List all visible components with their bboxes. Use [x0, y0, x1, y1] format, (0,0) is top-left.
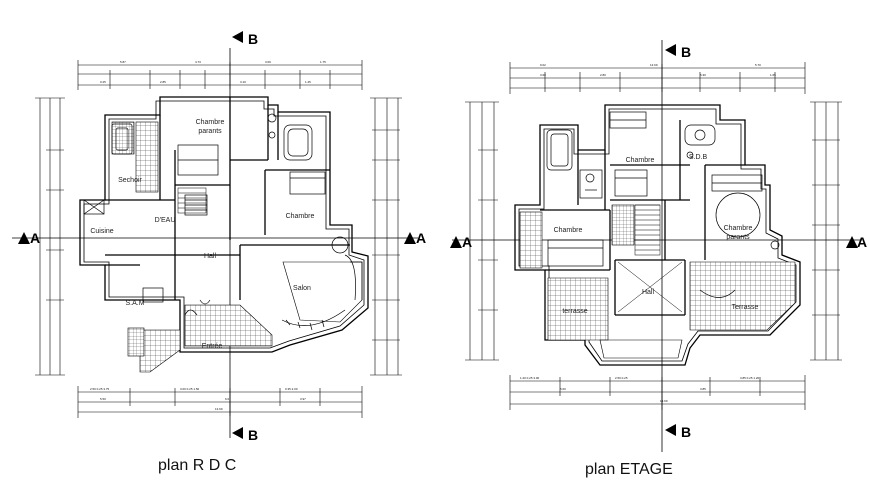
- svg-text:2.50 0.25: 2.50 0.25: [615, 376, 628, 380]
- svg-text:3.09: 3.09: [265, 60, 271, 64]
- rdc-dimension-text-top: 5.87 4.73 3.09 1.75 0.25 2.85 3.10 1.45: [100, 60, 326, 84]
- svg-text:1.65: 1.65: [770, 73, 776, 77]
- rdc-room-labels: Chambre parants Sechoir D'EAU Cuisine Ch…: [90, 119, 314, 350]
- rdc-room-sam-label: S.A.M: [125, 300, 144, 307]
- section-arrow-icon: [665, 44, 676, 56]
- rdc-room-sechoir-label: Sechoir: [118, 177, 142, 184]
- svg-text:A: A: [416, 230, 426, 246]
- svg-text:13.69: 13.69: [215, 407, 223, 411]
- section-arrow-icon: [665, 424, 676, 436]
- rdc-section-marker-right: A: [404, 230, 426, 246]
- etage-dimension-text-top: 9.02 13.69 5.70 3.60 2.80 5.30 1.65: [540, 63, 776, 77]
- etage-section-marker-right: A: [846, 234, 867, 250]
- rdc-stairs: [177, 187, 207, 214]
- svg-text:1.45: 1.45: [305, 80, 311, 84]
- etage-room-chambre-left-label: Chambre: [554, 227, 583, 234]
- rdc-furniture: [83, 113, 363, 331]
- svg-text:A: A: [30, 230, 40, 246]
- rdc-room-chambre-parents-label: Chambre: [196, 119, 225, 126]
- svg-text:3.97: 3.97: [300, 397, 306, 401]
- svg-text:2.80: 2.80: [600, 73, 606, 77]
- svg-text:B: B: [681, 424, 691, 440]
- etage-section-marker-left: A: [450, 234, 472, 250]
- svg-text:13.69: 13.69: [660, 399, 668, 403]
- svg-text:5.50: 5.50: [100, 397, 106, 401]
- section-arrow-icon: [18, 232, 30, 244]
- etage-dimension-text-bottom: 1.20 0.25 3.00 2.50 0.25 3.85 0.25 1.20 5.…: [520, 376, 760, 403]
- svg-text:0.35 2.00: 0.35 2.00: [285, 387, 298, 391]
- svg-text:A: A: [857, 234, 867, 250]
- svg-text:1.20 0.25 3.00: 1.20 0.25 3.00: [520, 376, 540, 380]
- rdc-dimension-lines-right: [370, 97, 402, 376]
- etage-room-terrasse-right-label: Terrasse: [732, 304, 759, 311]
- etage-room-chambre-parents-label: Chambre: [724, 225, 753, 232]
- etage-section-marker-bottom: B: [665, 424, 691, 440]
- rdc-dimension-lines-bottom: [77, 386, 363, 418]
- svg-text:5.70: 5.70: [755, 63, 761, 67]
- rdc-room-hall-label: Hall: [204, 253, 217, 260]
- rdc-room-chambre-parents-label-line2: parants: [198, 128, 222, 135]
- etage-stairs: [634, 204, 661, 256]
- svg-text:6.0: 6.0: [225, 397, 230, 401]
- etage-caption: plan ETAGE: [585, 461, 673, 478]
- svg-text:4.73: 4.73: [195, 60, 201, 64]
- etage-furniture: [546, 111, 780, 313]
- section-arrow-icon: [232, 31, 243, 43]
- etage-section-marker-top: B: [665, 44, 691, 60]
- svg-text:5.87: 5.87: [120, 60, 126, 64]
- section-arrow-icon: [450, 236, 462, 248]
- rdc-dimension-lines-left: [35, 97, 65, 376]
- section-arrow-icon: [404, 232, 416, 244]
- svg-text:3.85: 3.85: [700, 387, 706, 391]
- svg-text:5.30: 5.30: [700, 73, 706, 77]
- svg-text:2.50 0.25 3.75: 2.50 0.25 3.75: [90, 387, 110, 391]
- svg-text:5.00: 5.00: [560, 387, 566, 391]
- svg-text:B: B: [248, 31, 258, 47]
- svg-text:13.69: 13.69: [650, 63, 658, 67]
- section-arrow-icon: [232, 427, 243, 439]
- etage-dimension-lines-left: [465, 101, 499, 361]
- svg-text:0.25: 0.25: [100, 80, 106, 84]
- rdc-walls: [79, 96, 369, 353]
- svg-text:B: B: [681, 44, 691, 60]
- etage-room-sdb-label: S.D.B: [689, 154, 708, 161]
- rdc-section-marker-bottom: B: [232, 427, 258, 443]
- etage-dimension-lines-bottom: [509, 375, 806, 410]
- svg-text:3.60: 3.60: [540, 73, 546, 77]
- etage-room-chambre-top-label: Chambre: [626, 157, 655, 164]
- rdc-tiled-floors: [111, 121, 363, 373]
- rdc-dimension-text-bottom: 2.50 0.25 3.75 3.00 0.25 1.50 0.35 2.00 5.…: [90, 387, 306, 411]
- rdc-room-salon-label: Salon: [293, 285, 311, 292]
- rdc-room-chambre-label: Chambre: [286, 213, 315, 220]
- rdc-section-marker-top: B: [232, 31, 258, 47]
- rdc-caption: plan R D C: [158, 457, 236, 474]
- svg-text:9.02: 9.02: [540, 63, 546, 67]
- rdc-room-deau-label: D'EAU: [155, 217, 176, 224]
- rdc-room-entree-label: Entrée: [202, 343, 223, 350]
- plan-rdc: 5.87 4.73 3.09 1.75 0.25 2.85 3.10 1.45 2.50…: [12, 31, 426, 474]
- section-arrow-icon: [846, 236, 858, 248]
- etage-section-lines: [452, 40, 862, 452]
- svg-text:3.85 0.25 1.20: 3.85 0.25 1.20: [740, 376, 760, 380]
- etage-dimension-lines-right: [810, 101, 842, 361]
- etage-room-hall-label: Hall: [642, 289, 655, 296]
- svg-text:B: B: [248, 427, 258, 443]
- svg-text:3.10: 3.10: [240, 80, 246, 84]
- etage-room-labels: Chambre S.D.B Chambre Chambre parants Ha…: [554, 154, 759, 315]
- svg-text:3.00 0.25 1.50: 3.00 0.25 1.50: [180, 387, 200, 391]
- rdc-room-cuisine-label: Cuisine: [90, 228, 113, 235]
- etage-dimension-lines-top: [509, 62, 806, 94]
- rdc-section-lines: [12, 48, 418, 438]
- svg-text:2.85: 2.85: [160, 80, 166, 84]
- etage-tiled-floors: [519, 204, 796, 359]
- etage-room-chambre-parents-label-line2: parants: [726, 234, 750, 241]
- rdc-section-marker-left: A: [18, 230, 40, 246]
- plan-etage: 9.02 13.69 5.70 3.60 2.80 5.30 1.65 1.20 0.…: [177, 40, 867, 478]
- etage-room-terrasse-left-label: terrasse: [562, 308, 587, 315]
- rdc-dimension-lines-top: [77, 60, 363, 90]
- svg-text:1.75: 1.75: [320, 60, 326, 64]
- svg-text:A: A: [462, 234, 472, 250]
